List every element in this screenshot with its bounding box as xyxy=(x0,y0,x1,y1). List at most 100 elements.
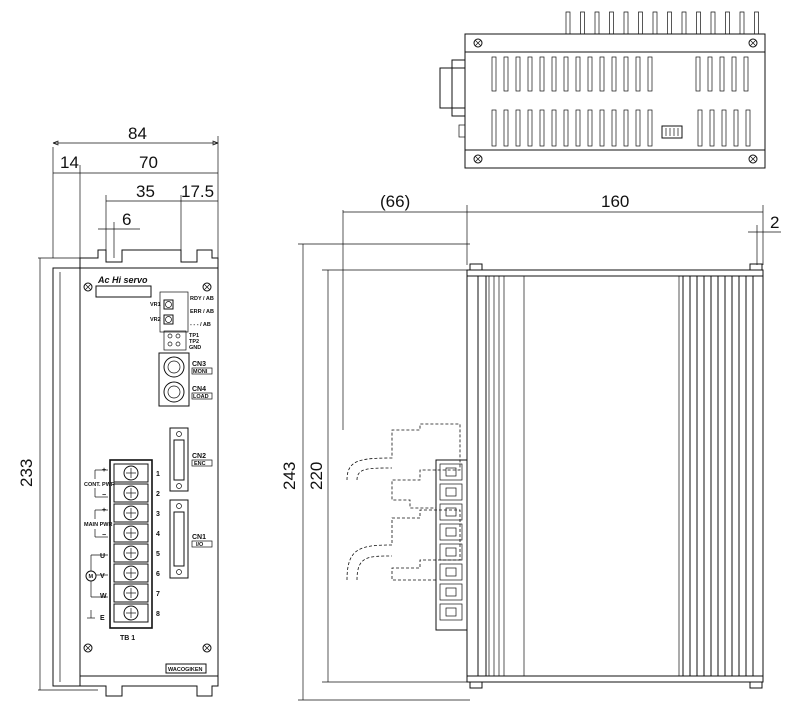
terminal-side xyxy=(439,503,463,521)
terminal-screw xyxy=(445,467,457,477)
dim-side-height-inner: 220 xyxy=(307,462,326,490)
pw-label: - - - / AB xyxy=(190,322,211,328)
vent-slot xyxy=(491,109,497,147)
m-label: M xyxy=(89,574,94,580)
cn1-sub: I/O xyxy=(196,542,204,548)
cn3-sub: MONI xyxy=(193,369,208,375)
cn4-sub: LOAD xyxy=(193,394,209,400)
vent-slot xyxy=(635,56,641,92)
terminal-screw xyxy=(445,547,457,557)
rdy-label: RDY / AB xyxy=(190,296,214,302)
terminal-side xyxy=(439,523,463,541)
heatsink-fin xyxy=(667,11,672,34)
dim-front-width: 84 xyxy=(128,124,147,143)
terminal-screw xyxy=(445,607,457,617)
gnd-label: GND xyxy=(189,345,201,351)
terminal-side xyxy=(439,563,463,581)
vent-slot xyxy=(491,56,497,92)
screw-icon xyxy=(83,282,212,653)
heatsink-fin xyxy=(681,11,687,34)
vent-slot xyxy=(587,109,593,147)
terminal-screw xyxy=(445,507,457,517)
vr2-label: VR2 xyxy=(150,317,161,323)
err-label: ERR / AB xyxy=(190,309,214,315)
terminal-screw xyxy=(445,567,457,577)
terminal-number: 5 xyxy=(156,551,160,558)
terminal-side xyxy=(439,483,463,501)
vent-slot xyxy=(719,56,725,92)
dim-side-depth: 160 xyxy=(601,192,629,211)
top-view xyxy=(439,11,766,169)
front-view: 84 14 70 3 5 17.5 6 233 xyxy=(17,124,219,697)
heatsink-fin xyxy=(609,11,614,34)
dim-side-height-total: 243 xyxy=(280,462,299,490)
plus-label: + xyxy=(102,507,106,514)
dim-front-left-margin: 14 xyxy=(60,153,79,172)
vent-slot xyxy=(733,109,739,147)
terminal-number: 2 xyxy=(156,491,160,498)
vent-slot xyxy=(575,109,581,147)
cn1-label: CN1 xyxy=(192,534,206,541)
vent-slot xyxy=(563,56,569,92)
terminal-side xyxy=(439,543,463,561)
vent-slot xyxy=(647,109,653,147)
terminal-number: 6 xyxy=(156,571,160,578)
vent-slot xyxy=(707,56,713,92)
terminal-number: 7 xyxy=(156,591,160,598)
heatsink-fin xyxy=(580,11,585,34)
cn2-sub: ENC xyxy=(194,461,206,467)
vent-slot xyxy=(743,56,749,92)
terminal-number: 3 xyxy=(156,511,160,518)
vr1-label: VR1 xyxy=(150,302,161,308)
heatsink-fin xyxy=(623,11,629,34)
terminal-side xyxy=(439,603,463,621)
dim-side-depth-front: (66) xyxy=(380,192,410,211)
vent-slot xyxy=(623,109,629,147)
cn3-label: CN3 xyxy=(192,361,206,368)
heatsink-fin xyxy=(696,11,701,34)
u-label: U xyxy=(100,553,105,560)
terminal-number: 1 xyxy=(156,471,160,478)
dim-front-height: 233 xyxy=(17,459,36,487)
heatsink-fin xyxy=(710,11,716,34)
v-label: V xyxy=(100,573,105,580)
tp1-label: TP1 xyxy=(189,333,199,339)
heatsink-fin xyxy=(638,11,643,34)
terminal-block xyxy=(113,463,149,623)
vent-slot xyxy=(527,56,533,92)
vent-slot xyxy=(623,56,629,92)
vent-slot xyxy=(647,56,653,92)
e-label: E xyxy=(100,615,105,622)
heatsink-fin xyxy=(565,11,571,34)
heatsink-fin xyxy=(725,11,730,34)
minus-label: − xyxy=(102,492,106,499)
dim-front-right-offset: 17.5 xyxy=(181,182,214,201)
vent-slot xyxy=(551,56,557,92)
heatsink-panel xyxy=(523,275,680,677)
vent-slot xyxy=(721,109,727,147)
terminal-screw xyxy=(445,487,457,497)
vent-slot xyxy=(611,109,617,147)
plus-label: + xyxy=(102,467,106,474)
vent-slot xyxy=(697,109,703,147)
tb-label: TB 1 xyxy=(120,635,135,642)
terminal-screw xyxy=(445,527,457,537)
dim-side-flange: 2 xyxy=(770,213,779,232)
dim-front-inner-width: 70 xyxy=(139,153,158,172)
vent-slot xyxy=(551,109,557,147)
heatsink-fin xyxy=(652,11,658,34)
maker-label: WACOGIKEN xyxy=(168,667,203,673)
vent-slot xyxy=(745,109,751,147)
vent-slot xyxy=(515,56,521,92)
terminal-number: 8 xyxy=(156,611,160,618)
vent-slot xyxy=(731,56,737,92)
vent-slot xyxy=(635,109,641,147)
heatsink-fin xyxy=(754,11,759,34)
tp2-label: TP2 xyxy=(189,339,199,345)
heatsink-fin xyxy=(594,11,600,34)
vent-slot xyxy=(515,109,521,147)
vent-slot xyxy=(527,109,533,147)
vent-slot xyxy=(587,56,593,92)
terminal-side xyxy=(439,583,463,601)
vent-slot xyxy=(599,109,605,147)
